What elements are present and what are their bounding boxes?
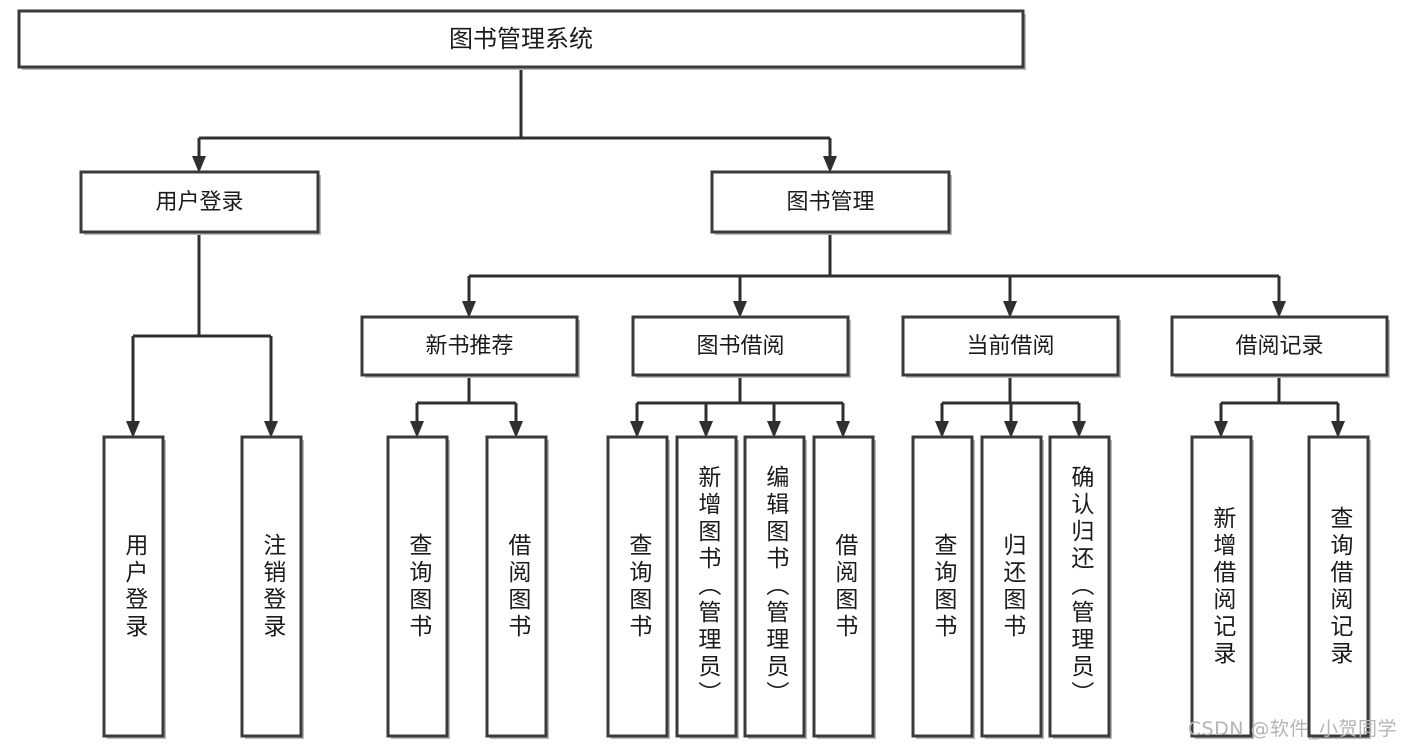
node-box-new-book-recommend[interactable] xyxy=(360,315,579,377)
node-box-root[interactable] xyxy=(17,9,1025,69)
node-box-book-borrow[interactable] xyxy=(631,315,850,377)
arrow-head-icon xyxy=(823,156,837,173)
node-label-book-borrow: 图书借阅 xyxy=(696,334,784,359)
arrow-head-icon xyxy=(509,421,523,438)
node-box-leaf-borrow-book[interactable] xyxy=(812,435,875,738)
arrow-head-icon xyxy=(767,421,781,438)
arrow-head-icon xyxy=(733,301,747,318)
arrow-head-icon xyxy=(462,301,476,318)
node-layer xyxy=(17,9,1390,739)
node-label-borrow-record: 借阅记录 xyxy=(1235,334,1323,359)
watermark-text: CSDN @软件_小贺同学 xyxy=(1187,718,1397,740)
node-box-leaf-return-book[interactable] xyxy=(980,435,1043,738)
node-box-leaf-add-borrow-record[interactable] xyxy=(1190,435,1253,738)
node-box-leaf-edit-book[interactable] xyxy=(743,435,806,738)
arrow-head-icon xyxy=(1214,421,1228,438)
node-label-current-borrow: 当前借阅 xyxy=(966,334,1054,359)
node-box-leaf-query-book-borrow[interactable] xyxy=(606,435,669,738)
node-box-book-manage[interactable] xyxy=(710,170,951,234)
node-box-leaf-confirm-return[interactable] xyxy=(1048,435,1111,738)
node-box-leaf-borrow-book-recommend[interactable] xyxy=(485,435,548,738)
node-label-root: 图书管理系统 xyxy=(449,25,593,53)
arrow-head-icon xyxy=(699,421,713,438)
arrow-head-icon xyxy=(126,421,140,438)
node-box-user-login[interactable] xyxy=(79,170,320,234)
arrow-head-icon xyxy=(192,156,206,173)
node-box-leaf-add-book[interactable] xyxy=(675,435,738,738)
node-box-leaf-query-book-current[interactable] xyxy=(911,435,974,738)
arrow-head-icon xyxy=(410,421,424,438)
arrow-head-layer xyxy=(126,156,1345,438)
node-box-leaf-user-login[interactable] xyxy=(102,435,165,738)
node-label-book-manage: 图书管理 xyxy=(786,190,874,215)
node-box-leaf-query-borrow-record[interactable] xyxy=(1307,435,1370,738)
arrow-head-icon xyxy=(935,421,949,438)
node-box-leaf-query-book-recommend[interactable] xyxy=(386,435,449,738)
node-label-user-login: 用户登录 xyxy=(155,190,243,215)
node-box-leaf-logout-login[interactable] xyxy=(240,435,303,738)
node-box-borrow-record[interactable] xyxy=(1170,315,1389,377)
node-label-new-book-recommend: 新书推荐 xyxy=(425,334,513,359)
arrow-head-icon xyxy=(1004,421,1018,438)
arrow-head-icon xyxy=(1272,301,1286,318)
arrow-head-icon xyxy=(1331,421,1345,438)
arrow-head-icon xyxy=(630,421,644,438)
arrow-head-icon xyxy=(836,421,850,438)
node-box-current-borrow[interactable] xyxy=(901,315,1120,377)
arrow-head-icon xyxy=(1003,301,1017,318)
arrow-head-icon xyxy=(1072,421,1086,438)
arrow-head-icon xyxy=(264,421,278,438)
